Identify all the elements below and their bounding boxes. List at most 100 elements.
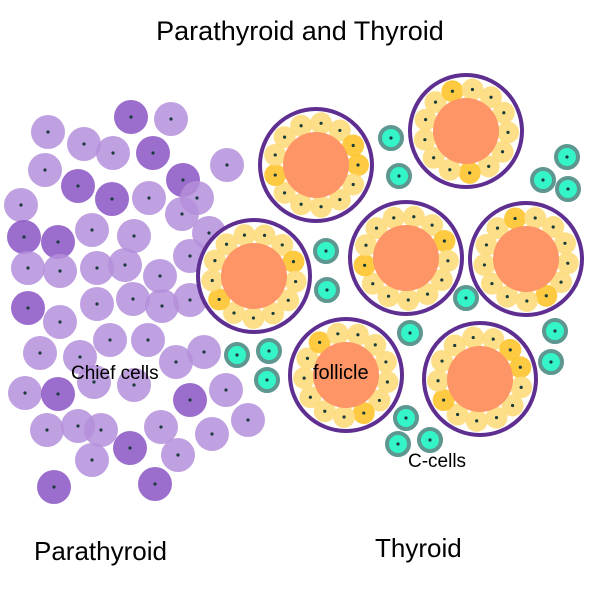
- nucleus: [131, 297, 135, 301]
- nucleus: [450, 89, 455, 93]
- nucleus: [210, 432, 214, 436]
- nucleus: [500, 150, 505, 154]
- nucleus: [351, 182, 355, 187]
- nucleus: [213, 259, 217, 263]
- nucleus: [26, 266, 30, 270]
- colloid: [493, 226, 559, 292]
- nucleus: [448, 168, 452, 172]
- nucleus: [160, 304, 164, 308]
- nucleus: [174, 360, 178, 364]
- nucleus: [425, 292, 430, 296]
- nucleus: [508, 348, 512, 352]
- colloid: [313, 342, 379, 408]
- nucleus: [46, 130, 50, 134]
- nucleus: [159, 425, 163, 429]
- nucleus: [510, 403, 515, 408]
- nucleus: [470, 87, 475, 92]
- nucleus: [525, 299, 529, 303]
- nucleus: [207, 231, 211, 235]
- nucleus: [342, 415, 346, 419]
- nucleus: [491, 337, 495, 341]
- parathyroid-label: Parathyroid: [34, 536, 167, 566]
- nucleus: [151, 151, 155, 155]
- nucleus: [26, 306, 30, 310]
- nucleus: [271, 311, 275, 316]
- nucleus: [446, 259, 450, 263]
- nucleus: [377, 398, 382, 403]
- nucleus: [188, 254, 192, 258]
- nucleus: [518, 365, 522, 369]
- follicle-label: follicle: [313, 362, 369, 384]
- nucleus: [262, 233, 267, 237]
- nucleus: [202, 350, 206, 354]
- nucleus: [484, 243, 489, 247]
- nucleus: [267, 349, 271, 353]
- nucleus: [351, 143, 355, 148]
- nucleus: [428, 438, 432, 442]
- nucleus: [146, 338, 150, 342]
- nucleus: [188, 298, 192, 302]
- nucleus: [43, 168, 47, 172]
- nucleus: [502, 111, 506, 115]
- nucleus: [224, 388, 228, 392]
- nucleus: [195, 196, 199, 200]
- nucleus: [158, 274, 162, 278]
- nucleus: [468, 171, 472, 175]
- nucleus: [406, 298, 410, 302]
- nucleus: [453, 343, 457, 348]
- nucleus: [308, 395, 312, 399]
- nucleus: [356, 333, 360, 337]
- nucleus: [404, 416, 408, 420]
- nucleus: [224, 242, 229, 246]
- colloid: [283, 132, 349, 198]
- nucleus: [225, 163, 229, 167]
- nucleus: [110, 197, 114, 201]
- nucleus: [373, 343, 377, 347]
- nucleus: [471, 335, 475, 340]
- colloid: [433, 98, 499, 164]
- nucleus: [386, 294, 391, 298]
- nucleus: [23, 391, 27, 395]
- nucleus: [38, 351, 42, 355]
- nucleus: [533, 216, 537, 220]
- nucleus: [129, 115, 133, 119]
- nucleus: [210, 278, 214, 283]
- nucleus: [188, 398, 192, 402]
- thyroid-label: Thyroid: [375, 533, 462, 563]
- nucleus: [482, 263, 487, 267]
- nucleus: [305, 356, 310, 360]
- nucleus: [433, 100, 438, 104]
- nucleus: [519, 385, 523, 389]
- nucleus: [455, 412, 460, 417]
- nucleus: [319, 205, 323, 209]
- nucleus: [45, 428, 49, 432]
- nucleus: [430, 223, 434, 227]
- nucleus: [294, 279, 298, 284]
- nucleus: [90, 228, 94, 232]
- nucleus: [246, 418, 250, 422]
- nucleus: [78, 355, 82, 359]
- nucleus: [251, 316, 256, 320]
- nucleus: [423, 117, 428, 122]
- nucleus: [302, 376, 306, 380]
- nucleus: [374, 226, 379, 230]
- nucleus: [82, 142, 86, 146]
- nucleus: [356, 163, 360, 167]
- nucleus: [489, 95, 493, 99]
- nucleus: [464, 296, 468, 300]
- nucleus: [282, 135, 287, 139]
- nucleus: [90, 458, 94, 462]
- nucleus: [475, 419, 479, 423]
- nucleus: [76, 424, 80, 428]
- nucleus: [92, 380, 96, 384]
- nucleus: [487, 164, 491, 168]
- nucleus: [232, 311, 236, 315]
- nucleus: [442, 398, 446, 402]
- nucleus: [319, 121, 323, 125]
- nucleus: [19, 203, 23, 207]
- nucleus: [153, 482, 157, 486]
- nucleus: [412, 215, 416, 219]
- nucleus: [565, 155, 569, 159]
